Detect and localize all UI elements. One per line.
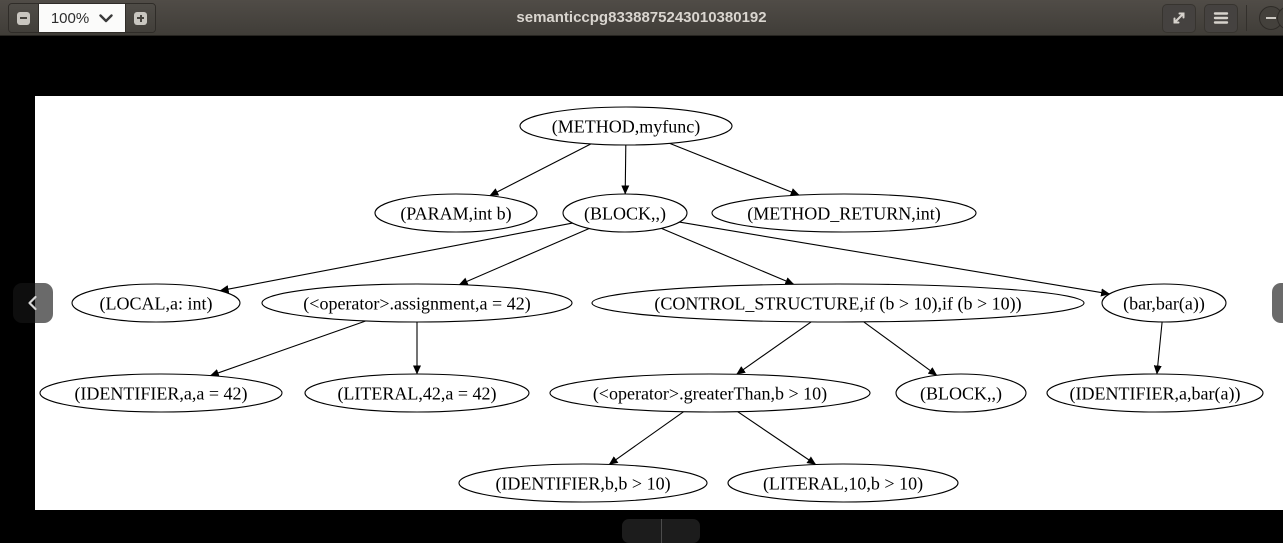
svg-text:(IDENTIFIER,b,b > 10): (IDENTIFIER,b,b > 10): [495, 473, 670, 494]
zoom-controls: 100%: [8, 3, 156, 33]
graph-node-method: (METHOD,myfunc): [519, 106, 733, 146]
graph-node-bar: (bar,bar(a)): [1101, 283, 1227, 323]
graph-edge-block-control_structure: [661, 227, 795, 285]
zoom-level-value: 100%: [50, 9, 90, 27]
minimize-icon: [1266, 17, 1276, 19]
graph-node-identifier_a_assign: (IDENTIFIER,a,a = 42): [39, 373, 283, 413]
bottom-scroll-right-button[interactable]: [660, 519, 700, 543]
graph-node-control_structure: (CONTROL_STRUCTURE,if (b > 10),if (b > 1…: [591, 283, 1085, 323]
svg-text:(CONTROL_STRUCTURE,if (b > 10): (CONTROL_STRUCTURE,if (b > 10),if (b > 1…: [654, 293, 1021, 314]
graph-edge-method-method_return: [669, 142, 800, 196]
graph-edge-bar-identifier_a_bar: [1153, 321, 1163, 375]
graph-edge-greater_than-identifier_b: [608, 411, 684, 465]
bottom-scroll-controls: [622, 519, 700, 543]
graph-node-literal_10: (LITERAL,10,b > 10): [727, 463, 959, 503]
zoom-in-button[interactable]: [126, 4, 155, 32]
svg-text:(LOCAL,a: int): (LOCAL,a: int): [100, 293, 213, 314]
svg-text:(BLOCK,,): (BLOCK,,): [584, 203, 666, 224]
chevron-down-icon: [99, 13, 113, 22]
svg-text:(bar,bar(a)): (bar,bar(a)): [1123, 293, 1205, 314]
graph-node-block2: (BLOCK,,): [895, 373, 1027, 413]
zoom-in-icon: [134, 11, 147, 25]
graph-node-identifier_a_bar: (IDENTIFIER,a,bar(a)): [1046, 373, 1264, 413]
graph-edge-block-local: [219, 222, 573, 294]
hamburger-menu-icon: [1213, 12, 1229, 24]
svg-text:(BLOCK,,): (BLOCK,,): [920, 383, 1002, 404]
graph-edge-assignment-identifier_a_assign: [209, 320, 367, 377]
graph-node-greater_than: (<operator>.greaterThan,b > 10): [549, 373, 871, 413]
graph-node-block: (BLOCK,,): [562, 193, 688, 233]
svg-text:(IDENTIFIER,a,bar(a)): (IDENTIFIER,a,bar(a)): [1070, 383, 1241, 404]
zoom-out-icon: [17, 11, 30, 25]
scroll-left-button[interactable]: [13, 283, 53, 323]
bottom-scroll-left-button[interactable]: [622, 519, 661, 543]
graph-node-local: (LOCAL,a: int): [71, 283, 241, 323]
graph-node-param: (PARAM,int b): [374, 193, 538, 233]
graph-node-assignment: (<operator>.assignment,a = 42): [261, 283, 573, 323]
ast-graph: (METHOD,myfunc) (PARAM,int b) (BLOCK,,) (ME…: [39, 106, 1264, 503]
svg-text:(PARAM,int b): (PARAM,int b): [400, 203, 511, 224]
menu-button[interactable]: [1204, 3, 1238, 33]
graph-node-identifier_b: (IDENTIFIER,b,b > 10): [458, 463, 708, 503]
titlebar: 100% semanticcpg8338875243010380192: [0, 0, 1283, 36]
graph-node-literal_42: (LITERAL,42,a = 42): [304, 373, 530, 413]
graph-nodes: (METHOD,myfunc) (PARAM,int b) (BLOCK,,) (ME…: [39, 106, 1264, 503]
svg-text:(LITERAL,10,b > 10): (LITERAL,10,b > 10): [763, 473, 923, 494]
graph-edge-greater_than-literal_10: [737, 411, 817, 465]
svg-text:(LITERAL,42,a = 42): (LITERAL,42,a = 42): [337, 383, 496, 404]
graph-edge-block-assignment: [458, 227, 590, 286]
svg-text:(IDENTIFIER,a,a = 42): (IDENTIFIER,a,a = 42): [74, 383, 247, 404]
graph-edge-block-bar: [679, 221, 1111, 297]
titlebar-separator: [1246, 5, 1247, 31]
graph-edge-method-block: [621, 144, 630, 195]
svg-text:(METHOD_RETURN,int): (METHOD_RETURN,int): [747, 203, 940, 224]
graph-edges: [209, 142, 1163, 465]
workspace: (METHOD,myfunc) (PARAM,int b) (BLOCK,,) (ME…: [0, 36, 1283, 543]
window-title: semanticcpg8338875243010380192: [516, 9, 767, 26]
svg-text:(METHOD,myfunc): (METHOD,myfunc): [552, 116, 700, 137]
window-controls: [1162, 0, 1283, 36]
expand-icon: [1173, 12, 1185, 24]
zoom-out-button[interactable]: [9, 4, 38, 32]
svg-text:(<operator>.greaterThan,b > 10: (<operator>.greaterThan,b > 10): [593, 383, 827, 404]
scroll-right-button[interactable]: [1272, 283, 1283, 323]
graph-edge-control_structure-block2: [863, 321, 938, 376]
graph-edge-control_structure-greater_than: [736, 321, 812, 375]
svg-text:(<operator>.assignment,a = 42): (<operator>.assignment,a = 42): [303, 293, 530, 314]
chevron-left-icon: [28, 295, 37, 311]
graph-edge-method-param: [489, 143, 592, 197]
zoom-level-select[interactable]: 100%: [38, 4, 126, 32]
fullscreen-button[interactable]: [1162, 3, 1196, 33]
graph-node-method_return: (METHOD_RETURN,int): [711, 193, 977, 233]
graph-canvas[interactable]: (METHOD,myfunc) (PARAM,int b) (BLOCK,,) (ME…: [35, 96, 1283, 510]
